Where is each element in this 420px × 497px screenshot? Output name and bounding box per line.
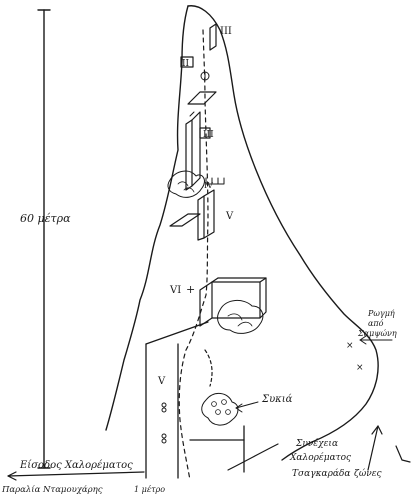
lower-basin <box>145 321 245 479</box>
continuation-label-3: Τσαγκαράδα <box>292 468 350 479</box>
outlet-stream <box>204 349 213 387</box>
continuation-label-4: ζώνες <box>354 468 383 479</box>
continuation-label-1: Συνέχεια <box>295 438 338 449</box>
left-canyon-wall <box>105 5 189 431</box>
tilted-slab <box>187 91 217 105</box>
plus-symbol: + <box>186 283 195 296</box>
pitch-label-5: V <box>225 211 234 222</box>
entrance-label: Είσοδος Χαλορέματος <box>19 460 133 471</box>
anchor-bolt-top <box>200 71 210 81</box>
crack-arrow: × × <box>346 335 393 373</box>
pitch-label-3: III <box>203 130 214 140</box>
canyon-wall-label-3: Σαμψώνη <box>357 329 397 338</box>
top-boulder <box>209 23 217 51</box>
right-canyon-wall <box>187 5 379 461</box>
pitch-ii-block <box>180 56 194 68</box>
pitch-label-2: II <box>182 59 190 69</box>
pitch-label-7: V <box>157 376 166 387</box>
pitch-label-6: VI <box>169 285 181 296</box>
fig-tree <box>201 393 259 426</box>
canyon-wall-label-1: Ρωγμή <box>367 309 395 318</box>
step-marks <box>205 177 225 185</box>
svg-text:×: × <box>346 341 354 351</box>
beach-label: Παραλία Νταμουχάρης <box>1 484 103 495</box>
tree-lower <box>217 300 264 334</box>
pitch-vi-block <box>199 277 267 327</box>
lower-right-edge <box>227 443 279 471</box>
canyon-wall-label-2: από <box>368 319 384 328</box>
svg-text:×: × <box>356 363 364 373</box>
pitch-label-1: III <box>220 26 232 37</box>
side-label: 1 μέτρο <box>134 485 165 494</box>
shrub-mid <box>167 170 205 198</box>
continuation-label-2: Χαλορέματος <box>289 452 352 463</box>
entrance-arrow <box>7 471 145 481</box>
pillar-iv <box>197 189 215 241</box>
descent-route <box>178 29 209 481</box>
pitch-label-4: IV <box>204 181 213 190</box>
direction-arrow <box>367 425 411 471</box>
height-scale-bar <box>37 9 51 469</box>
water-markers <box>161 402 167 444</box>
height-label: 60 μέτρα <box>20 212 71 225</box>
lower-slab <box>169 213 201 227</box>
fig-tree-label: Συκιά <box>261 394 293 405</box>
